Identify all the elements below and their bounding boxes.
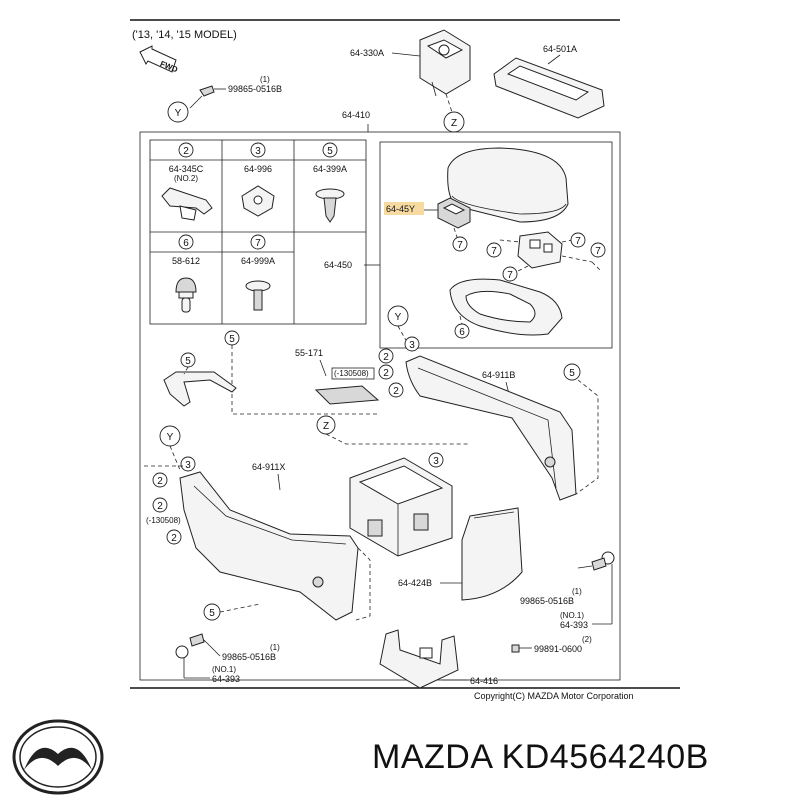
callout-3-b: 3 <box>433 456 439 467</box>
label-99891: 99891-0600 <box>534 644 582 654</box>
legend-part-64-996: 64-996 <box>244 164 272 174</box>
nut-99891-icon <box>511 644 520 653</box>
callout-z-mid-text: Z <box>323 421 329 432</box>
label-99865-r-note: (1) <box>572 587 582 596</box>
label-99865-l: 99865-0516B <box>222 652 276 662</box>
part-64-416 <box>379 629 459 689</box>
screw-top-y <box>189 85 226 109</box>
callout-2-b: 2 <box>383 368 389 379</box>
legend-part-64-399a: 64-399A <box>313 164 347 174</box>
label-64-393-r-note: (NO.1) <box>560 611 584 620</box>
part-64-45y <box>437 197 471 229</box>
label-99865-r: 99865-0516B <box>520 596 574 606</box>
part-side-bracket <box>163 371 237 407</box>
label-64-393-l: 64-393 <box>212 674 240 684</box>
label-64-330a: 64-330A <box>350 48 384 58</box>
callout-2-c: 2 <box>393 386 399 397</box>
callout-3-a: 3 <box>409 340 415 351</box>
label-99891-note: (2) <box>582 635 592 644</box>
clip-64-399a-icon <box>315 188 345 223</box>
label-64-393-l-note: (NO.1) <box>212 665 236 674</box>
callout-y-mid-text: Y <box>395 312 402 323</box>
callout-5-c: 5 <box>569 368 575 379</box>
label-130508-b: (-130508) <box>146 516 181 525</box>
part-55-171 <box>314 385 380 405</box>
callout-2-e: 2 <box>157 501 163 512</box>
copyright-text: Copyright(C) MAZDA Motor Corporation <box>474 691 634 701</box>
part-console-base <box>349 457 453 557</box>
callout-7-b: 7 <box>491 246 497 257</box>
box-130508-a <box>331 367 375 380</box>
label-64-393-r: 64-393 <box>560 620 588 630</box>
part-64-911x <box>179 471 359 621</box>
callout-7-c: 7 <box>575 236 581 247</box>
callout-7-d: 7 <box>595 246 601 257</box>
screw-right <box>577 551 615 571</box>
callout-6: 6 <box>459 327 465 338</box>
legend-index-7: 7 <box>255 238 261 249</box>
callout-2-a: 2 <box>383 352 389 363</box>
label-64-410: 64-410 <box>342 110 370 120</box>
model-years-label: ('13, '14, '15 MODEL) <box>132 29 237 41</box>
screw-left <box>175 633 205 659</box>
callout-y-top <box>167 101 189 123</box>
part-armrest-base <box>449 278 563 336</box>
legend-part-64-999a: 64-999A <box>241 256 275 266</box>
label-99865-l-note: (1) <box>270 643 280 652</box>
highlight-64-45y <box>384 202 424 215</box>
fwd-arrow-icon: FWD <box>139 45 179 74</box>
armrest-group-frame <box>379 141 613 349</box>
brand-title: MAZDA KD4564240B <box>372 738 709 776</box>
label-64-450: 64-450 <box>324 260 352 270</box>
legend-index-2: 2 <box>183 146 189 157</box>
label-99865-top-note: (1) <box>260 75 270 84</box>
part-64-330a <box>419 29 471 97</box>
callout-5-b: 5 <box>185 356 191 367</box>
part-64-424b <box>461 507 523 601</box>
cushion-58-612-icon <box>175 277 197 313</box>
label-130508-a: (-130508) <box>334 369 369 378</box>
fwd-label: FWD <box>159 59 179 74</box>
label-64-911x: 64-911X <box>252 462 285 472</box>
part-64-501a <box>493 57 605 119</box>
mazda-logo-icon <box>12 719 104 795</box>
label-64-45y: 64-45Y <box>386 204 415 214</box>
callout-z-top-text: Z <box>451 118 457 129</box>
callout-7-a: 7 <box>457 240 463 251</box>
legend-part-64-345c: 64-345C <box>169 164 204 174</box>
callout-5-a: 5 <box>229 334 235 345</box>
assembly-frame <box>139 131 621 681</box>
label-99865-top: 99865-0516B <box>228 84 282 94</box>
callout-2-d: 2 <box>157 476 163 487</box>
callout-7-e: 7 <box>507 270 513 281</box>
clip-64-345c-icon <box>161 187 213 221</box>
nut-64-996-icon <box>241 185 275 217</box>
callout-3-c: 3 <box>185 460 191 471</box>
legend-note-no2: (NO.2) <box>174 174 198 183</box>
label-64-501a: 64-501A <box>543 44 577 54</box>
part-lid-hinge <box>517 231 563 269</box>
legend-table <box>149 139 367 325</box>
part-armrest-lid <box>447 147 569 223</box>
legend-part-58-612: 58-612 <box>172 256 200 266</box>
legend-index-6: 6 <box>183 238 189 249</box>
callout-5-d: 5 <box>209 608 215 619</box>
label-55-171: 55-171 <box>295 348 323 358</box>
callout-2-f: 2 <box>171 533 177 544</box>
screw-64-999a-icon <box>245 280 271 311</box>
label-64-416: 64-416 <box>470 676 498 686</box>
label-64-424b: 64-424B <box>398 578 432 588</box>
callout-y-top-text: Y <box>175 108 182 119</box>
legend-index-5: 5 <box>327 146 333 157</box>
callout-y-low-text: Y <box>167 432 174 443</box>
part-64-911b <box>405 355 577 501</box>
legend-index-3: 3 <box>255 146 261 157</box>
label-64-911b: 64-911B <box>482 370 515 380</box>
